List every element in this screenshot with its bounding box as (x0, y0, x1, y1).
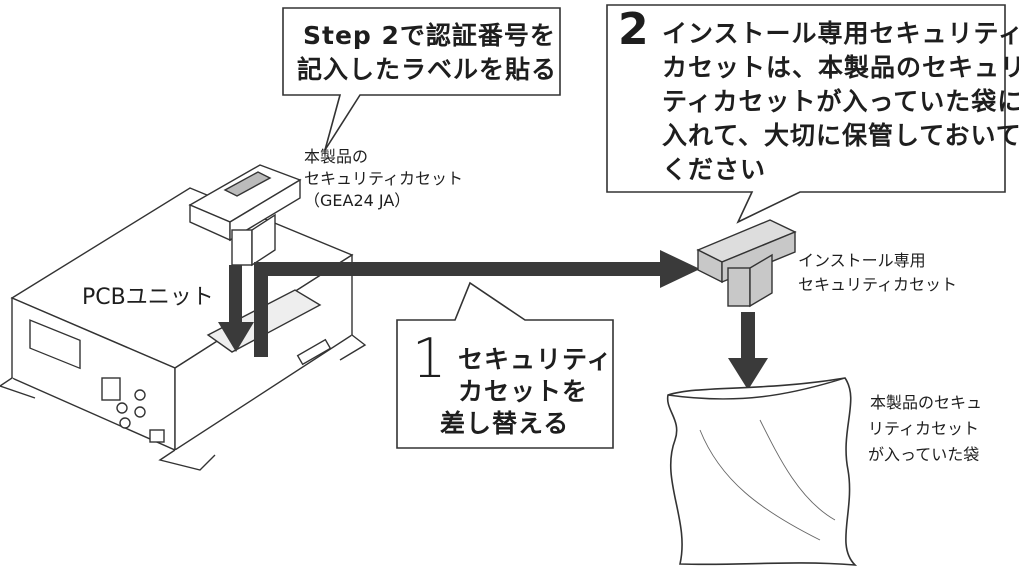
step2-number: 2 (618, 4, 649, 55)
install-cassette-label-2: セキュリティカセット (798, 275, 958, 294)
pcb-unit-label: PCBユニット (82, 285, 214, 310)
product-cassette-label-3: （GEA24 JA） (304, 191, 411, 210)
product-cassette (188, 164, 302, 267)
callout-right-line4: 入れて、大切に保管しておいて (662, 121, 1019, 150)
bag-label-3: が入っていた袋 (868, 445, 980, 464)
callout-step1-line1: セキュリティ (458, 345, 613, 374)
callout-right-box (606, 4, 1006, 224)
callout-step1-line2: カセットを (458, 377, 589, 406)
product-cassette-label-2: セキュリティカセット (304, 169, 464, 188)
callout-right-line5: ください (662, 155, 767, 184)
bag-label-1: 本製品のセキュ (870, 393, 983, 412)
callout-top-line1: Step 2で認証番号を (303, 21, 556, 50)
callout-right-line3: ティカセットが入っていた袋に (662, 87, 1019, 116)
callout-step1-box (396, 281, 614, 449)
bag-label-2: リティカセット (868, 419, 980, 438)
callout-right-line2: カセットは、本製品のセキュリ (662, 53, 1019, 82)
install-cassette (696, 219, 797, 308)
callout-step1-line3: 差し替える (440, 409, 570, 438)
callout-top-box (282, 7, 561, 151)
product-cassette-label-1: 本製品の (304, 147, 369, 166)
pcb-unit (0, 187, 367, 471)
callout-right-line1: インストール専用セキュリティ (662, 19, 1019, 48)
callout-top-line2: 記入したラベルを貼る (297, 55, 558, 84)
arrows (218, 250, 768, 390)
step1-number: 1 (412, 327, 447, 390)
cassette-bag (666, 377, 858, 566)
install-cassette-label-1: インストール専用 (798, 251, 926, 270)
